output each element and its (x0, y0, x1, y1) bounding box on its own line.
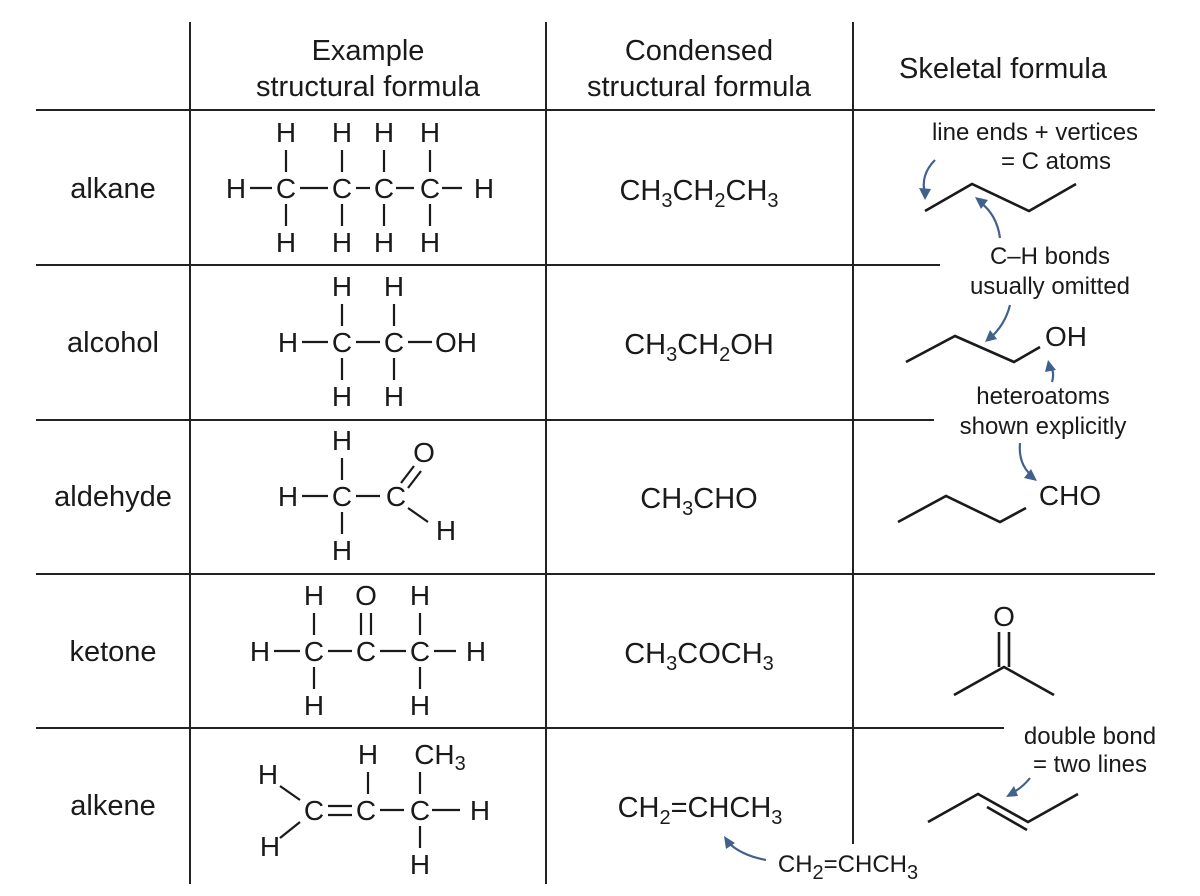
annotations: line ends + vertices = C atoms C–H bonds… (778, 119, 1156, 884)
atom-h: H (358, 739, 378, 770)
row-labels: alkane alcohol aldehyde ketone alkene (54, 173, 172, 822)
skeletal-o-label: O (993, 601, 1015, 632)
structural-alkane: H C C C C H H H H H H H H H (226, 117, 494, 258)
atom-h: H (470, 795, 490, 826)
note-line-ends-2: = C atoms (1001, 148, 1111, 175)
atom-c: C (374, 173, 394, 204)
atom-ch3: CH3 (414, 739, 466, 775)
atom-c: C (332, 327, 352, 358)
atom-c: C (304, 636, 324, 667)
arrow-ch-bonds (989, 304, 1012, 339)
atom-o: O (355, 580, 377, 611)
arrow-vertex (979, 201, 1002, 239)
atom-h: H (250, 636, 270, 667)
column-headers: Example structural formula Condensed str… (256, 35, 1108, 103)
annotation-arrows (724, 159, 1056, 862)
header-condensed-line1: Condensed (625, 35, 773, 67)
header-structural-line1: Example (312, 35, 425, 67)
atom-h: H (276, 227, 296, 258)
atom-h: H (226, 173, 246, 204)
atom-h: H (420, 227, 440, 258)
atom-h: H (420, 117, 440, 148)
row-label-aldehyde: aldehyde (54, 481, 172, 513)
note-hetero-1: heteroatoms (976, 383, 1109, 410)
row-label-alkene: alkene (70, 790, 155, 822)
skeletal-alkane (924, 182, 1077, 213)
atom-h: H (384, 381, 404, 412)
atom-h: H (384, 271, 404, 302)
note-double-1: double bond (1024, 723, 1156, 750)
note-alt-condensed: CH2=CHCH3 (778, 851, 918, 884)
atom-h: H (304, 690, 324, 721)
atom-c: C (332, 481, 352, 512)
atom-h: H (260, 831, 280, 862)
skeletal-alcohol: OH (905, 321, 1087, 364)
atom-c: C (304, 795, 324, 826)
structural-alkene: H H C C C H H CH3 H (258, 739, 490, 880)
atom-h: H (304, 580, 324, 611)
note-ch-bonds-1: C–H bonds (990, 243, 1110, 270)
condensed-ketone: CH3COCH3 (624, 638, 774, 675)
atom-h: H (474, 173, 494, 204)
atom-h: H (332, 381, 352, 412)
skeletal-cho-label: CHO (1039, 480, 1101, 511)
condensed-formulas: CH3CH2CH3 CH3CH2OH CH3CHO CH3COCH3 CH2=C… (618, 175, 783, 829)
atom-h: H (466, 636, 486, 667)
condensed-alkane: CH3CH2CH3 (619, 175, 778, 212)
header-skeletal: Skeletal formula (899, 53, 1108, 85)
atom-h: H (258, 759, 278, 790)
atom-h: H (332, 425, 352, 456)
note-double-2: = two lines (1033, 751, 1147, 778)
atom-h: H (410, 849, 430, 880)
atom-oh: OH (435, 327, 477, 358)
atom-h: H (332, 271, 352, 302)
condensed-aldehyde: CH3CHO (640, 483, 757, 520)
atom-h: H (278, 481, 298, 512)
skeletal-ketone: O (953, 601, 1055, 697)
atom-c: C (386, 481, 406, 512)
row-label-ketone: ketone (69, 636, 156, 668)
atom-h: H (374, 117, 394, 148)
header-condensed-line2: structural formula (587, 71, 812, 103)
atom-h: H (332, 227, 352, 258)
note-hetero-2: shown explicitly (960, 413, 1127, 440)
atom-c: C (384, 327, 404, 358)
atom-o: O (413, 437, 435, 468)
header-structural-line2: structural formula (256, 71, 481, 103)
structural-alcohol: H C C OH H H H H (278, 271, 477, 412)
atom-c: C (420, 173, 440, 204)
atom-h: H (410, 690, 430, 721)
table-grid (36, 22, 1155, 884)
atom-c: C (332, 173, 352, 204)
atom-c: C (356, 636, 376, 667)
skeletal-aldehyde: CHO (897, 480, 1101, 524)
atom-h: H (278, 327, 298, 358)
atom-h: H (332, 117, 352, 148)
arrow-alt-condensed (727, 841, 767, 862)
atom-c: C (410, 636, 430, 667)
note-ch-bonds-2: usually omitted (970, 273, 1130, 300)
atom-h: H (276, 117, 296, 148)
condensed-alcohol: CH3CH2OH (624, 329, 774, 366)
atom-h: H (410, 580, 430, 611)
row-label-alkane: alkane (70, 173, 155, 205)
atom-h: H (436, 515, 456, 546)
structural-aldehyde: H C C O H H H (278, 425, 456, 566)
atom-c: C (276, 173, 296, 204)
structural-ketone: H C C C H H O H H H (250, 580, 486, 721)
row-label-alcohol: alcohol (67, 327, 159, 359)
skeletal-oh-label: OH (1045, 321, 1087, 352)
atom-c: C (410, 795, 430, 826)
atom-h: H (374, 227, 394, 258)
note-line-ends-1: line ends + vertices (932, 119, 1138, 146)
atom-h: H (332, 535, 352, 566)
skeletal-alkene (927, 792, 1079, 832)
condensed-alkene: CH2=CHCH3 (618, 792, 783, 829)
atom-c: C (356, 795, 376, 826)
